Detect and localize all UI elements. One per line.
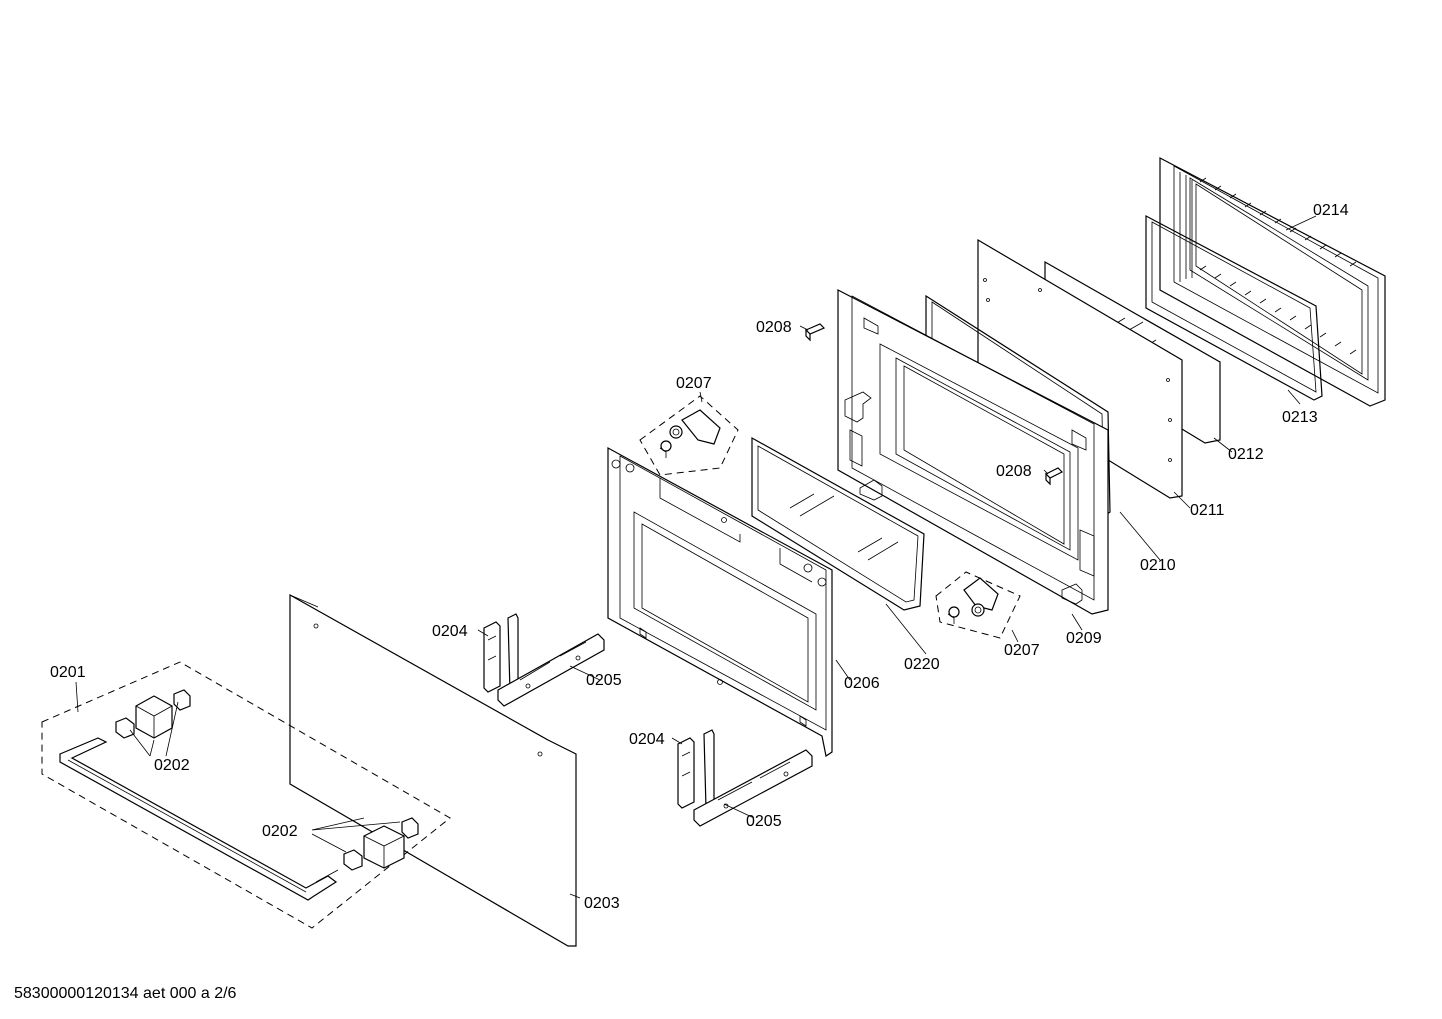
part-0211-plate [978,240,1182,498]
part-0206-panel [608,448,832,756]
label-0202: 0202 [154,757,190,774]
part-0205-hinge-lower [694,730,812,826]
drawing-reference-number: 58300000120134 aet 000 a 2/6 [14,985,237,1002]
label-0204: 0204 [432,623,468,640]
label-0210: 0210 [1140,557,1176,574]
label-0211: 0211 [1190,502,1225,519]
label-0208: 0208 [756,319,792,336]
part-0207-kit-a [640,396,738,475]
leader-lines [76,216,1316,898]
part-0220-glass [752,438,924,610]
label-0205: 0205 [586,672,622,689]
label-0214: 0214 [1313,202,1349,219]
part-0202-cap-a [116,690,190,738]
label-0213: 0213 [1282,409,1318,426]
label-0205: 0205 [746,813,782,830]
part-0202-cap-b [344,818,418,870]
label-0209: 0209 [1066,630,1102,647]
label-0201: 0201 [50,664,86,681]
label-0202: 0202 [262,823,298,840]
part-0204-hinge-upper [484,622,500,692]
label-0208: 0208 [996,463,1032,480]
part-0213-gasket [1146,216,1322,400]
part-0209-frame [838,290,1108,614]
label-0207: 0207 [1004,642,1040,659]
part-0203-door [290,595,576,946]
label-0203: 0203 [584,895,620,912]
part-0214-frame [1160,158,1385,406]
part-0208-clip-a [806,324,824,340]
label-0206: 0206 [844,675,880,692]
label-0207: 0207 [676,375,712,392]
label-0212: 0212 [1228,446,1264,463]
part-0201-handle-kit [42,662,450,928]
part-0207-kit-b [936,572,1020,638]
label-0220: 0220 [904,656,940,673]
label-0204: 0204 [629,731,665,748]
part-0204-hinge-lower [678,738,694,808]
part-0205-hinge-upper [498,614,604,706]
part-0208-clip-b [1046,468,1062,484]
callout-labels: 0201 0202 0202 0203 0204 0204 0205 0205 … [50,202,1349,912]
